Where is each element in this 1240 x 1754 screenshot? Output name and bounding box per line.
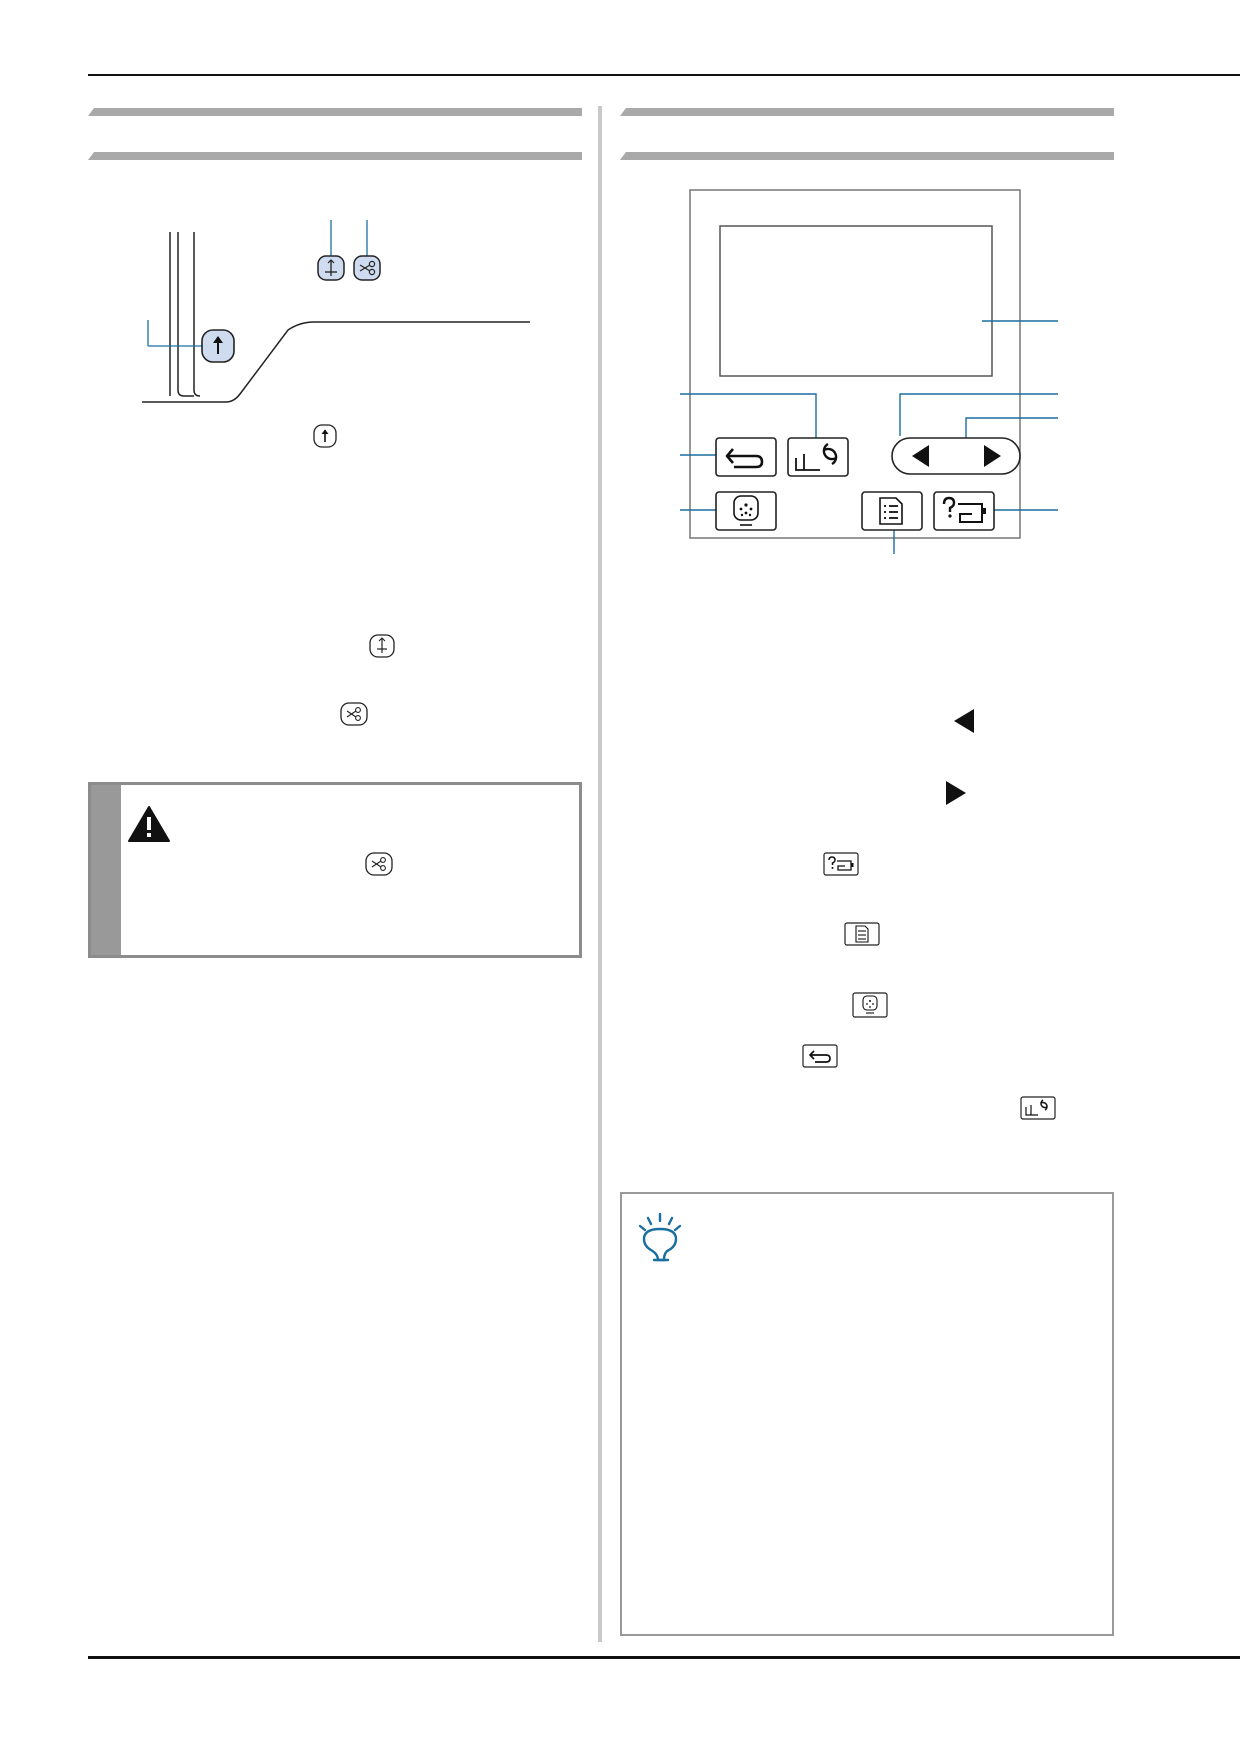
back-icon (802, 1044, 838, 1068)
right-arrow-button (984, 445, 1001, 467)
lightbulb-icon (638, 1212, 682, 1262)
start-stop-icon (313, 424, 337, 448)
subsection-heading-bar (620, 152, 1114, 160)
help-machine-button (933, 491, 995, 531)
embroidery-button (715, 491, 777, 531)
footer-rule (88, 1656, 1240, 1659)
subsection-heading-bar (88, 152, 582, 160)
needle-position-button (317, 255, 345, 281)
start-stop-button (201, 329, 235, 363)
section-heading-bar (88, 108, 582, 116)
back-button (715, 437, 777, 477)
section-heading-bar (620, 108, 1114, 116)
thread-cutter-button (353, 255, 381, 281)
needle-position-icon (369, 634, 395, 658)
column-divider (598, 106, 602, 1642)
operation-buttons-figure (142, 220, 530, 403)
presser-foot-bobbin-button (787, 437, 849, 477)
caution-stripe (91, 785, 121, 955)
embroidery-icon (852, 992, 888, 1018)
presser-foot-bobbin-icon (1020, 1096, 1056, 1120)
lcd-screen (719, 225, 993, 377)
left-arrow-icon (954, 709, 974, 733)
header-rule (88, 74, 1240, 76)
thread-cutter-icon (365, 852, 393, 876)
left-arrow-button (912, 445, 929, 467)
pattern-list-button (861, 491, 923, 531)
help-machine-icon (823, 852, 859, 876)
note-box (620, 1192, 1114, 1636)
right-arrow-icon (946, 781, 966, 805)
warning-triangle-icon (128, 806, 170, 842)
thread-cutter-icon (340, 702, 368, 726)
arrow-pill (891, 437, 1021, 475)
caution-box (88, 782, 582, 958)
operation-panel-figure (680, 189, 1058, 554)
pattern-list-icon (844, 922, 880, 946)
